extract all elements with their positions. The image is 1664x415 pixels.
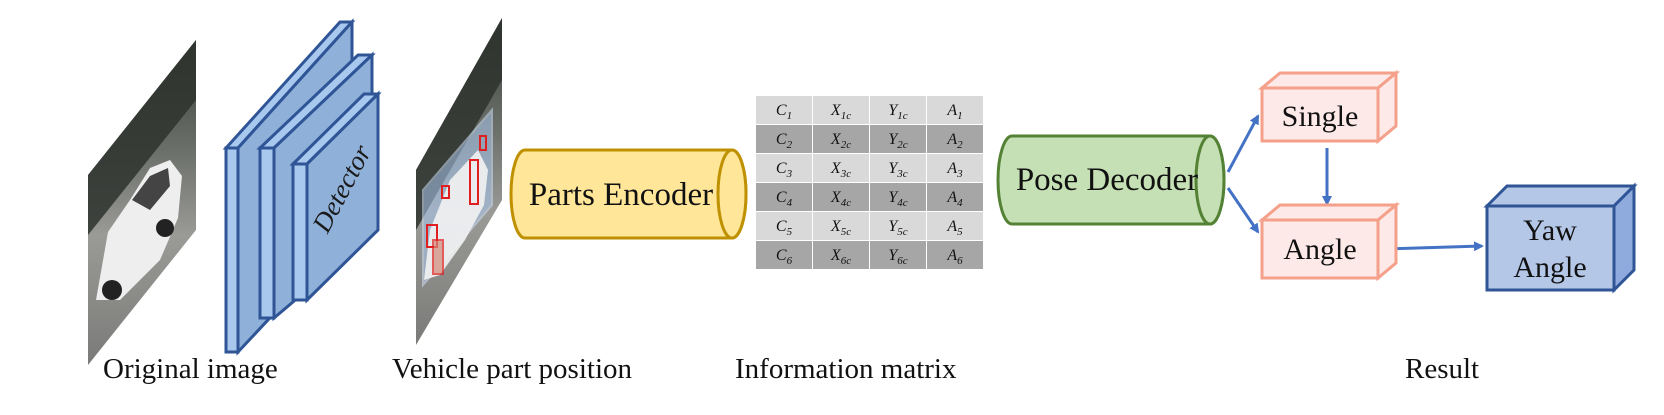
pose-decoder: Pose Decoder [996, 134, 1226, 226]
yaw-angle-label-line1: Yaw [1523, 214, 1577, 247]
matrix-cell-y-6: Y6c [888, 247, 907, 267]
angle-box: Angle [1257, 201, 1401, 282]
matrix-cell-a-3: A3 [946, 160, 963, 180]
caption-vehicle-part-position: Vehicle part position [392, 353, 633, 385]
matrix-cell [870, 212, 926, 240]
single-box: Single [1257, 69, 1401, 145]
caption-result: Result [1405, 353, 1480, 385]
yaw-angle-box: Yaw Angle [1483, 182, 1638, 294]
matrix-cell-c-4: C4 [776, 189, 793, 209]
matrix-cell [756, 212, 812, 240]
matrix-cell [870, 154, 926, 182]
matrix-cell [813, 154, 869, 182]
pose-decoder-label: Pose Decoder [1016, 162, 1198, 198]
matrix-cell [870, 183, 926, 211]
caption-original-image: Original image [103, 353, 278, 385]
part-bounding-boxes [426, 135, 487, 275]
matrix-cell-c-1: C1 [776, 102, 792, 122]
matrix-cell-x-5: X5c [830, 218, 851, 238]
matrix-cell [870, 96, 926, 124]
matrix-cell [756, 154, 812, 182]
matrix-cell-x-4: X4c [830, 189, 851, 209]
vehicle-part-image [416, 18, 502, 345]
parts-encoder-label: Parts Encoder [529, 177, 713, 213]
arrow-angle-to-yaw [1383, 241, 1484, 252]
single-label: Single [1282, 100, 1359, 133]
matrix-cell [870, 241, 926, 269]
matrix-cell [756, 96, 812, 124]
matrix-cell-y-1: Y1c [888, 102, 907, 122]
detector-layer-front [289, 90, 382, 304]
matrix-cell-a-6: A6 [946, 247, 963, 267]
matrix-cell [813, 125, 869, 153]
matrix-cell [927, 125, 983, 153]
matrix-cell-c-6: C6 [776, 247, 793, 267]
arrows [1226, 114, 1484, 252]
matrix-cell [927, 96, 983, 124]
arrow-decoder-to-single [1226, 114, 1260, 173]
yaw-angle-label-line2: Angle [1513, 251, 1586, 284]
arrow-decoder-to-angle [1226, 187, 1260, 234]
matrix-cell [927, 183, 983, 211]
matrix-cell-x-3: X3c [830, 160, 851, 180]
matrix-cell-c-5: C5 [776, 218, 793, 238]
matrix-cell [813, 241, 869, 269]
matrix-cell-y-5: Y5c [888, 218, 907, 238]
detector-stack: Detector [222, 18, 382, 356]
matrix-cell [813, 96, 869, 124]
matrix-cell [813, 183, 869, 211]
matrix-cell-y-2: Y2c [888, 131, 907, 151]
matrix-cell-x-2: X2c [830, 131, 851, 151]
matrix-cell-a-1: A1 [946, 102, 962, 122]
matrix-cell [813, 212, 869, 240]
matrix-cell [927, 212, 983, 240]
matrix-cell [927, 154, 983, 182]
matrix-cell-x-6: X6c [830, 247, 851, 267]
matrix-cell-y-3: Y3c [888, 160, 907, 180]
matrix-cell-c-3: C3 [776, 160, 793, 180]
matrix-cell [870, 125, 926, 153]
car-silhouette [96, 160, 182, 300]
matrix-cell [756, 241, 812, 269]
matrix-cell-y-4: Y4c [888, 189, 907, 209]
matrix-cell-a-4: A4 [946, 189, 963, 209]
caption-information-matrix: Information matrix [735, 353, 957, 385]
original-image [88, 40, 196, 365]
matrix-cell-c-2: C2 [776, 131, 793, 151]
parts-encoder: Parts Encoder [509, 148, 748, 240]
angle-label: Angle [1283, 233, 1356, 266]
matrix-cell-a-5: A5 [946, 218, 963, 238]
matrix-cell [756, 125, 812, 153]
matrix-cell-a-2: A2 [946, 131, 963, 151]
matrix-cell [756, 183, 812, 211]
matrix-cell-x-1: X1c [830, 102, 851, 122]
matrix-cell [927, 241, 983, 269]
